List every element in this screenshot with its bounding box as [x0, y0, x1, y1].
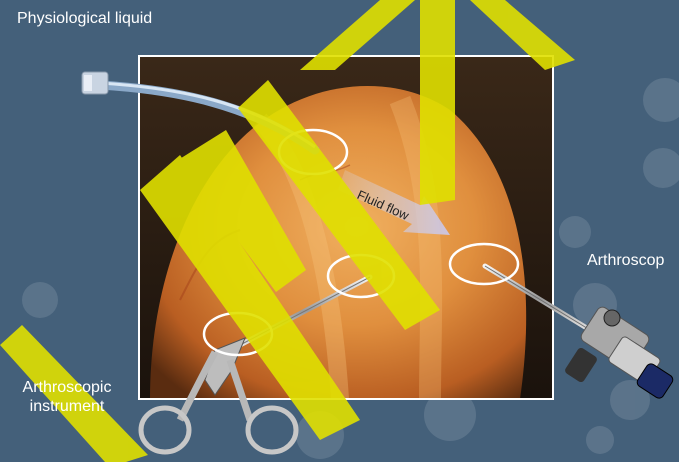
instrument-label-line1: Arthroscopic — [8, 378, 126, 397]
instrument-label-line2: instrument — [8, 397, 126, 416]
arthroscope-label: Arthroscop — [587, 251, 664, 270]
physiological-liquid-label: Physiological liquid — [17, 9, 152, 28]
arthroscopic-instrument-label: Arthroscopic instrument — [8, 378, 126, 416]
